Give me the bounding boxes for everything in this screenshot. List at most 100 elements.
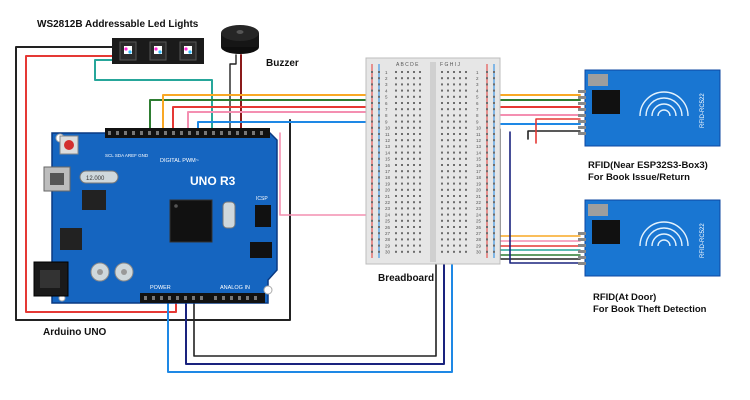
breadboard-hole [401,232,403,235]
breadboard-hole [419,89,421,92]
breadboard-row-number: 18 [476,175,482,180]
breadboard-hole [453,157,455,160]
breadboard-hole [465,238,467,241]
breadboard-hole [441,182,443,185]
breadboard-hole [447,157,449,160]
breadboard-hole [453,164,455,166]
breadboard-hole [378,83,380,86]
breadboard-row-number: 23 [476,206,482,211]
breadboard-hole [459,108,461,111]
breadboard-hole [441,89,443,92]
breadboard-hole [465,120,467,123]
breadboard-hole [401,164,403,166]
breadboard-hole [447,188,449,191]
breadboard-hole [465,151,467,154]
board-crystal-label: 12.000 [86,176,105,182]
breadboard-hole [493,139,495,142]
breadboard-hole [378,120,380,123]
breadboard-hole [371,102,373,104]
breadboard-hole [413,250,415,253]
rfid-module-1: RFID-RC522 [578,69,721,147]
breadboard-hole [378,244,380,247]
breadboard-hole [395,126,397,129]
breadboard-hole [459,83,461,86]
breadboard-hole [453,238,455,241]
breadboard-hole [371,226,373,228]
breadboard-row-number: 24 [385,212,391,217]
breadboard-hole [447,232,449,235]
breadboard-row-number: 24 [476,212,482,217]
breadboard-hole [401,176,403,179]
breadboard-hole [419,207,421,210]
breadboard-hole [453,232,455,235]
breadboard-hole [378,201,380,204]
board-analog-label: ANALOG IN [220,285,250,291]
breadboard-hole [493,133,495,135]
breadboard-hole [441,238,443,241]
breadboard-hole [447,151,449,154]
breadboard-hole [407,188,409,191]
breadboard-hole [465,164,467,166]
breadboard-hole [459,182,461,185]
breadboard-hole [395,108,397,111]
breadboard-hole [413,133,415,135]
breadboard-hole [419,226,421,228]
breadboard-hole [486,188,488,191]
breadboard-hole [395,201,397,204]
breadboard-hole [419,145,421,148]
breadboard-hole [465,139,467,142]
breadboard-hole [459,120,461,123]
breadboard-hole [447,244,449,247]
breadboard-row-number: 16 [476,163,482,168]
breadboard-row-number: 2 [476,76,479,81]
breadboard-hole [413,83,415,86]
breadboard-row-number: 14 [385,150,391,155]
breadboard-hole [413,77,415,80]
breadboard-row-number: 7 [385,107,388,112]
breadboard-hole [465,244,467,247]
breadboard-hole [407,151,409,154]
breadboard-row-number: 16 [385,163,391,168]
breadboard-hole [441,120,443,123]
breadboard-hole [465,176,467,179]
breadboard-hole [459,244,461,247]
breadboard-hole [465,195,467,197]
breadboard-hole [378,95,380,98]
breadboard-hole [453,120,455,123]
breadboard-row-number: 17 [385,169,391,174]
breadboard-hole [413,207,415,210]
breadboard-hole [465,89,467,92]
breadboard-hole [447,219,449,222]
breadboard-hole [493,126,495,129]
breadboard-hole [378,89,380,92]
breadboard-hole [407,201,409,204]
breadboard-hole [459,232,461,235]
breadboard-hole [486,145,488,148]
breadboard-row-number: 15 [385,157,391,162]
breadboard-hole [486,157,488,160]
breadboard-hole [407,77,409,80]
breadboard-hole [465,201,467,204]
breadboard-hole [419,182,421,185]
breadboard-hole [419,164,421,166]
breadboard-hole [441,207,443,210]
breadboard-hole [447,126,449,129]
breadboard-hole [401,95,403,98]
wire-rfid2-rst [509,131,581,264]
breadboard-hole [447,145,449,148]
breadboard-hole [459,95,461,98]
breadboard-hole [371,95,373,98]
breadboard-hole [419,195,421,197]
breadboard-hole [395,176,397,179]
breadboard-hole [459,145,461,148]
breadboard-hole [395,164,397,166]
breadboard-hole [371,164,373,166]
breadboard-row-number: 15 [476,157,482,162]
breadboard-hole [419,232,421,235]
breadboard-hole [401,89,403,92]
breadboard-hole [401,157,403,160]
breadboard-hole [441,164,443,166]
breadboard-hole [493,176,495,179]
breadboard-hole [407,102,409,104]
breadboard-row-number: 12 [385,138,391,143]
